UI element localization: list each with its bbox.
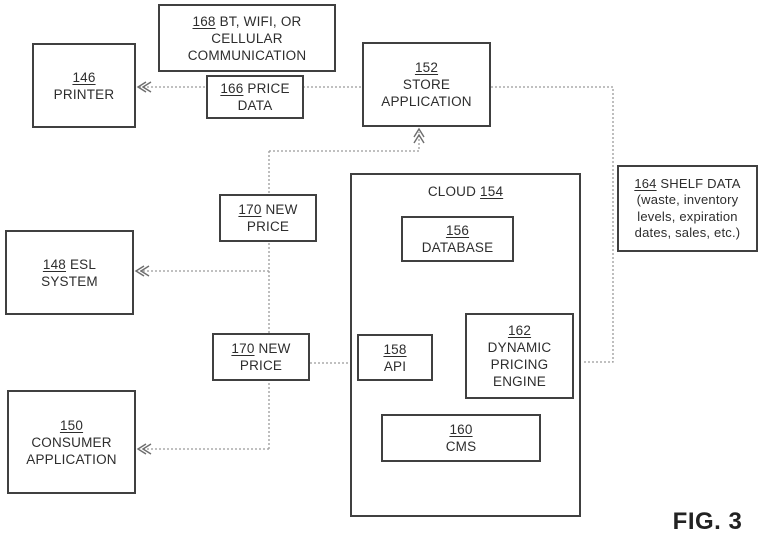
box-label-line: APPLICATION <box>26 451 117 467</box>
arrowhead-consumer-icon <box>136 443 152 455</box>
box-label-line: dates, sales, etc.) <box>634 225 741 240</box>
box-label-line: CELLULAR <box>211 30 283 46</box>
reference-numeral: 170 <box>231 341 255 356</box>
reference-numeral: 164 <box>634 175 657 191</box>
box-label-line: DATA <box>237 98 273 113</box>
box-new-price-lower: 170 NEW PRICE <box>212 333 310 381</box>
box-new-price-upper: 170 NEW PRICE <box>219 194 317 242</box>
box-label-line: ENGINE <box>493 374 546 389</box>
box-label-line: 162 <box>508 322 531 339</box>
box-label-line: 168 BT, WIFI, OR <box>192 13 302 29</box>
connector-up-to-store-app <box>269 132 420 152</box>
box-label-line: PRICING <box>490 357 549 372</box>
reference-numeral: 162 <box>507 323 532 338</box>
cloud-title: CLOUD 154 <box>350 183 581 200</box>
box-label-line: 158 <box>383 341 406 358</box>
reference-numeral: 150 <box>59 417 84 433</box>
box-label-line: (waste, inventory <box>636 192 739 207</box>
reference-numeral: 156 <box>445 223 470 238</box>
box-label-line: 146 <box>72 69 95 86</box>
box-label-line: 170 NEW <box>231 341 291 356</box>
box-label-line: 156 <box>446 222 469 239</box>
reference-numeral: 166 <box>220 81 244 96</box>
box-label-line: 166 PRICE <box>220 81 290 96</box>
box-label-line: API <box>383 358 407 374</box>
box-label-line: STORE <box>402 77 451 92</box>
box-label-line: 170 NEW <box>238 202 298 217</box>
box-label-line: PRINTER <box>53 86 115 102</box>
arrowhead-esl-icon <box>134 265 150 277</box>
box-price-data: 166 PRICE DATA <box>206 75 304 119</box>
reference-numeral: 146 <box>72 69 96 85</box>
box-label-line: CLOUD 154 <box>427 184 504 199</box>
box-label-line: SYSTEM <box>41 273 98 289</box>
box-label-line: levels, expiration <box>637 208 738 224</box>
figure-label: FIG. 3 <box>672 508 743 535</box>
connector-store-to-cloud-right <box>491 86 614 363</box>
reference-numeral: 158 <box>383 341 407 357</box>
box-label-line: CONSUMER <box>31 434 112 450</box>
box-label-line: 160 <box>449 421 472 438</box>
reference-numeral: 152 <box>414 60 439 75</box>
box-label-line: 152 <box>415 59 438 76</box>
box-label-line: APPLICATION <box>381 94 472 109</box>
box-label-line: 164 SHELF DATA <box>634 175 741 191</box>
box-label-line: PRICE <box>239 358 283 373</box>
box-label-line: COMMUNICATION <box>187 47 307 63</box>
reference-numeral: 170 <box>238 202 262 217</box>
reference-numeral: 160 <box>449 422 473 437</box>
reference-numeral: 154 <box>480 184 504 199</box>
reference-numeral: 168 <box>192 13 216 29</box>
box-label-line: PRICE <box>246 219 290 234</box>
box-label-line: DATABASE <box>421 240 494 255</box>
box-label-line: CMS <box>445 439 477 454</box>
arrowhead-store-app-icon <box>413 127 425 144</box>
box-label-line: DYNAMIC <box>487 340 552 355</box>
box-label-line: 150 <box>60 417 83 434</box>
box-label-line: 148 ESL <box>42 256 97 272</box>
arrowhead-printer-icon <box>136 81 152 93</box>
reference-numeral: 148 <box>42 256 67 272</box>
